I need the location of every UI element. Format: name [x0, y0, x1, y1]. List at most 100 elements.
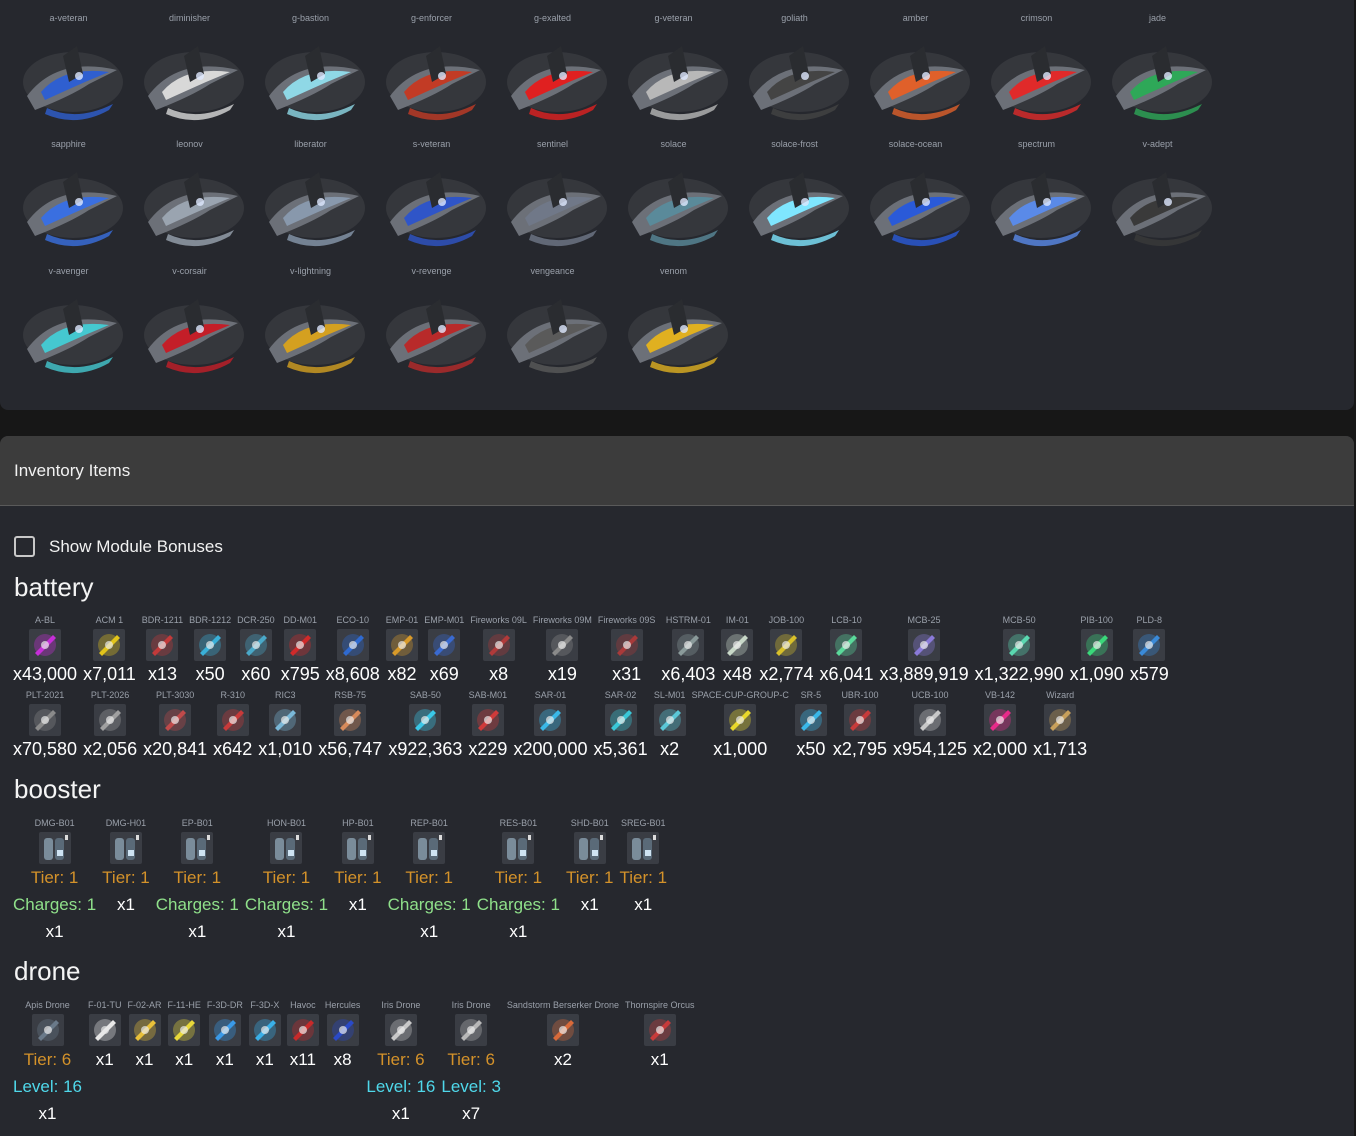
item-name-label: EMP-01: [385, 615, 419, 625]
ship-sentinel[interactable]: sentinel: [496, 138, 617, 256]
ship-v-adept[interactable]: v-adept: [1101, 138, 1222, 256]
item-quantity: x7: [462, 1104, 481, 1123]
ship-solace-frost[interactable]: solace-frost: [738, 138, 859, 256]
ship-v-lightning[interactable]: v-lightning: [254, 265, 375, 383]
ship-sapphire[interactable]: sapphire: [12, 138, 133, 256]
booster-icon: [341, 832, 374, 864]
ship-g-veteran[interactable]: g-veteran: [617, 12, 738, 130]
show-module-bonuses-checkbox[interactable]: [14, 536, 35, 557]
ship-diminisher[interactable]: diminisher: [133, 12, 254, 130]
ship-s-veteran[interactable]: s-veteran: [375, 138, 496, 256]
item-quantity: x1: [420, 922, 439, 941]
ship-solace[interactable]: solace: [617, 138, 738, 256]
ship-v-corsair[interactable]: v-corsair: [133, 265, 254, 383]
ship-g-bastion[interactable]: g-bastion: [254, 12, 375, 130]
ship-v-revenge[interactable]: v-revenge: [375, 265, 496, 383]
item-name-label: PLD-8: [1136, 615, 1162, 625]
ship-v-avenger[interactable]: v-avenger: [12, 265, 133, 383]
item-name-label: SR-5: [800, 690, 822, 700]
ship-jade[interactable]: jade: [1101, 12, 1222, 130]
ship-solace-ocean[interactable]: solace-ocean: [859, 138, 980, 256]
ship-spectrum[interactable]: spectrum: [980, 138, 1101, 256]
ship-goliath[interactable]: goliath: [738, 12, 859, 130]
ship-name-label: solace: [660, 139, 687, 149]
ship-crimson[interactable]: crimson: [980, 12, 1101, 130]
ship-liberator[interactable]: liberator: [254, 138, 375, 256]
item-tier: Tier: 1: [619, 868, 668, 887]
ammo-icon: [794, 704, 827, 736]
ship-g-enforcer[interactable]: g-enforcer: [375, 12, 496, 130]
ship-a-veteran[interactable]: a-veteran: [12, 12, 133, 130]
ammo-icon: [604, 704, 637, 736]
show-module-bonuses-toggle[interactable]: Show Module Bonuses: [14, 536, 223, 557]
ship-g-exalted[interactable]: g-exalted: [496, 12, 617, 130]
item-quantity: x1,000: [713, 739, 768, 759]
ship-amber[interactable]: amber: [859, 12, 980, 130]
ship-image: [143, 46, 244, 121]
ship-leonov[interactable]: leonov: [133, 138, 254, 256]
item-name-label: PLT-3030: [155, 690, 195, 700]
ship-venom[interactable]: venom: [617, 265, 738, 383]
ship-vengeance[interactable]: vengeance: [496, 265, 617, 383]
ship-name-label: g-bastion: [291, 13, 330, 23]
